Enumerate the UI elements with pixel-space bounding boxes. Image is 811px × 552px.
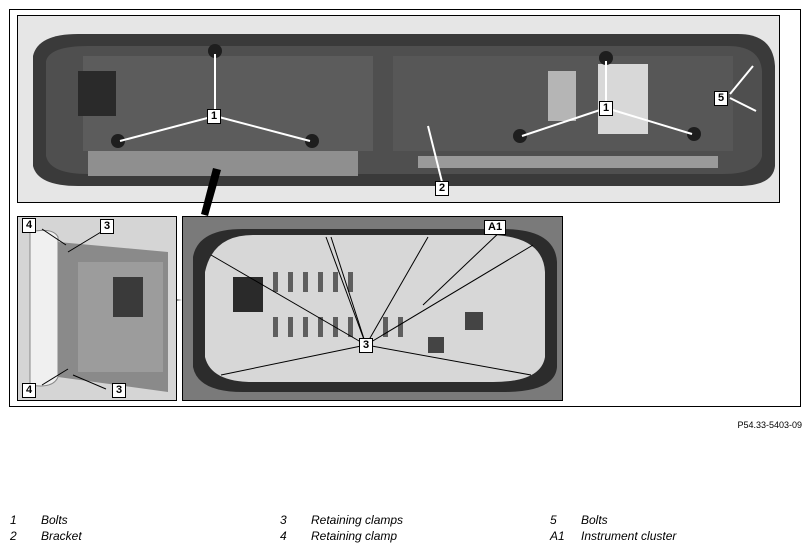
legend-label: Bracket: [41, 529, 82, 543]
legend-number: 1: [10, 513, 17, 527]
callout-3-bottom: 3: [112, 383, 127, 398]
figure-reference: P54.33-5403-09: [737, 420, 802, 430]
legend-number: 4: [280, 529, 287, 543]
legend-number: A1: [550, 529, 565, 543]
side-view-photo: [17, 216, 177, 401]
legend-label: Instrument cluster: [581, 529, 677, 543]
legend-number: 5: [550, 513, 557, 527]
callout-1-left: 1: [207, 109, 222, 124]
legend-number: 3: [280, 513, 287, 527]
callout-1-right: 1: [599, 101, 614, 116]
legend-label: Bolts: [41, 513, 68, 527]
callout-3-top: 3: [100, 219, 115, 234]
callout-2: 2: [435, 181, 450, 196]
legend-number: 2: [10, 529, 17, 543]
legend-label: Retaining clamp: [311, 529, 398, 543]
callout-4-top: 4: [22, 218, 37, 233]
bracket-photo: [17, 15, 780, 203]
callout-4-bottom: 4: [22, 383, 37, 398]
legend-label: Retaining clamps: [311, 513, 404, 527]
callout-3-center: 3: [359, 338, 374, 353]
callout-a1: A1: [484, 220, 507, 235]
legend-label: Bolts: [581, 513, 608, 527]
callout-5: 5: [714, 91, 729, 106]
instrument-cluster-photo: [182, 216, 563, 401]
